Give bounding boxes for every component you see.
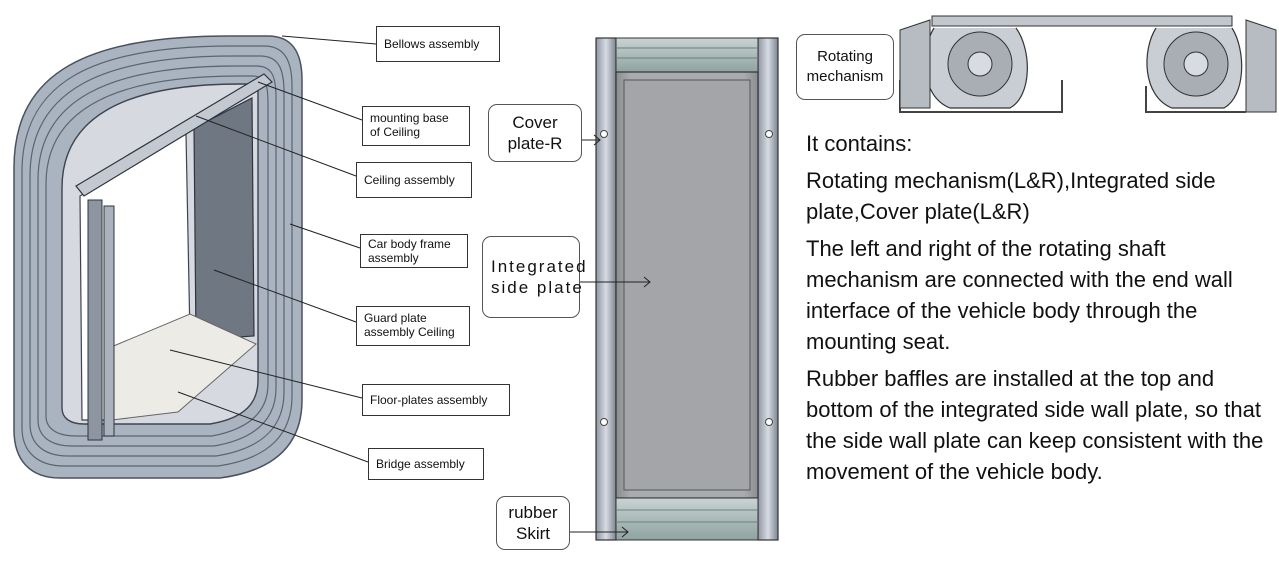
label-cover-plate-r: Cover plate-R xyxy=(488,104,582,162)
label-rotating-mechanism: Rotating mechanism xyxy=(796,34,894,100)
label-bridge-assembly: Bridge assembly xyxy=(368,448,484,480)
label-integrated-side-plate: Integrated side plate xyxy=(482,236,586,318)
label-mounting-base-of-ceiling: mounting base of Ceiling xyxy=(362,106,470,146)
label-rubber-skirt: rubber Skirt xyxy=(496,496,570,550)
description-text: It contains: Rotating mechanism(L&R),Int… xyxy=(806,128,1272,493)
description-paragraph-1: Rotating mechanism(L&R),Integrated side … xyxy=(806,168,1216,224)
leader-arrowheads xyxy=(593,134,651,538)
rotating-mechanism-drawing xyxy=(899,15,1277,113)
side-plate-drawing xyxy=(595,37,779,541)
label-guard-plate-assembly-ceiling: Guard plate assembly Ceiling xyxy=(356,306,470,346)
label-floor-plates-assembly: Floor-plates assembly xyxy=(362,384,510,416)
description-paragraph-2: The left and right of the rotating shaft… xyxy=(806,236,1233,354)
bellows-drawing xyxy=(13,35,303,479)
label-bellows-assembly: Bellows assembly xyxy=(376,26,500,62)
label-ceiling-assembly: Ceiling assembly xyxy=(356,162,472,198)
label-car-body-frame-assembly: Car body frame assembly xyxy=(360,234,468,268)
description-heading: It contains: xyxy=(806,131,913,156)
description-paragraph-3: Rubber baffles are installed at the top … xyxy=(806,366,1264,484)
leader-lines xyxy=(169,35,650,533)
